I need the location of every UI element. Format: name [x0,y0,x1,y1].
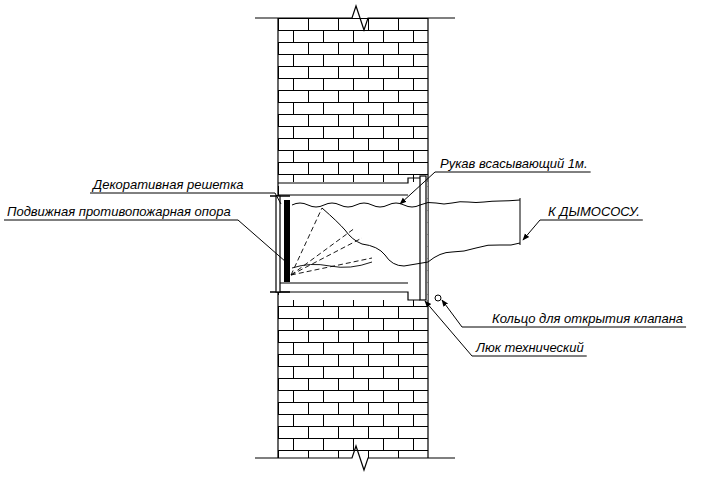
suction-sleeve [292,200,520,207]
callout-label: Люк технический [476,340,584,355]
callout-label: К ДЫМОСОСУ. [548,204,640,219]
callout-label: Рукав всасывающий 1м. [440,156,588,171]
sleeve-end [520,198,521,245]
fire-support [284,200,290,282]
damper-swing [291,208,372,275]
suction-sleeve [322,208,520,266]
valve-ring [435,295,441,301]
grille-flange [270,196,290,292]
leader-line [442,300,686,327]
leader-line [4,220,286,262]
leader-line [90,193,281,204]
decorative-grille [276,196,280,292]
leader-line [523,220,643,240]
break-line [255,6,455,30]
channel-lining [278,178,420,300]
suction-sleeve [292,262,372,268]
callout-label: Подвижная противопожарная опора [7,204,231,219]
leader-line [425,301,587,356]
technical-hatch [420,176,426,300]
break-line [255,446,455,470]
leader-line [400,172,591,204]
wall-edge [278,18,428,458]
brick-wall [278,18,428,458]
callout-label: Декоративная решетка [93,177,244,192]
callout-label: Кольцо для открытия клапана [492,311,683,326]
